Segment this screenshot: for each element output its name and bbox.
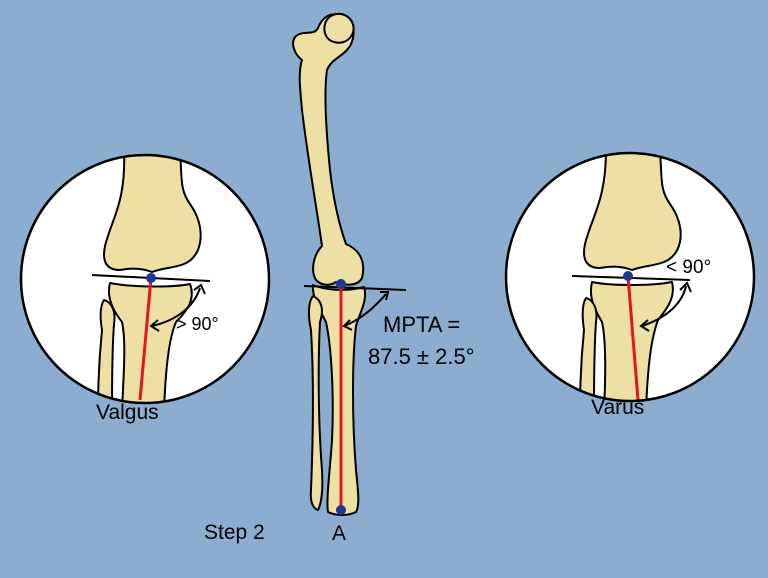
varus-fibula [579, 297, 598, 401]
mpta-arrowhead-top [380, 291, 390, 301]
fibula [307, 295, 324, 511]
mpta-arrowhead-bottom [342, 319, 353, 331]
varus-arrowhead-bottom [639, 319, 650, 332]
mpta-value: 87.5 ± 2.5° [368, 344, 475, 369]
valgus-tibia [108, 282, 193, 403]
ankle-point-label: A [332, 522, 347, 545]
varus-inset [504, 151, 756, 403]
valgus-arrowhead-bottom [149, 319, 160, 332]
varus-angle-label: < 90° [666, 257, 712, 278]
knee-center-point [336, 279, 346, 289]
tibial-plateau-line [303, 285, 407, 291]
valgus-inset [19, 153, 271, 405]
ankle-center-point [336, 505, 346, 515]
mpta-angle-arrow [343, 293, 387, 327]
valgus-caption: Valgus [96, 401, 159, 424]
valgus-femur [103, 155, 202, 273]
valgus-tibial-axis [138, 277, 153, 401]
varus-femur [583, 153, 682, 271]
varus-angle-arrow [641, 285, 687, 327]
varus-tibial-axis [626, 275, 640, 401]
valgus-arrowhead-top [193, 283, 206, 295]
valgus-angle-label: > 90° [176, 314, 219, 334]
full-leg [292, 12, 366, 516]
varus-caption: Varus [591, 396, 645, 419]
femur [292, 12, 365, 286]
tibia [311, 284, 366, 516]
valgus-fibula [97, 299, 116, 403]
mpta-label: MPTA = [383, 312, 461, 337]
varus-arrowhead-top [679, 281, 692, 293]
femoral-head [323, 13, 355, 44]
valgus-angle-arrow [151, 287, 201, 327]
varus-tibia [590, 281, 674, 401]
varus-knee-point [623, 271, 633, 281]
valgus-knee-point [146, 273, 156, 283]
step-label: Step 2 [204, 521, 265, 544]
